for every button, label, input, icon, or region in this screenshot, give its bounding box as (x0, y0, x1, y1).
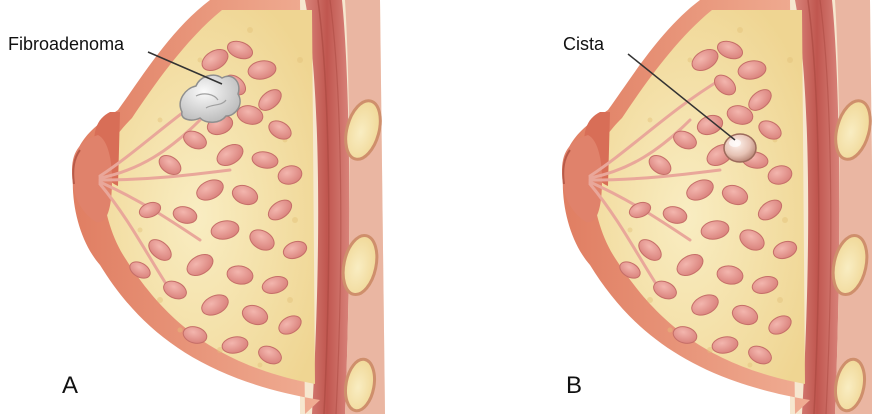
panel-a-letter: A (62, 372, 78, 400)
breast-cross-section-b (562, 0, 872, 414)
cyst-mass (724, 134, 756, 162)
cyst-label: Cista (563, 34, 604, 55)
panel-a (72, 0, 386, 414)
fibroadenoma-label: Fibroadenoma (8, 34, 124, 55)
breast-cross-section-a (72, 0, 386, 414)
panel-b-letter: B (566, 372, 582, 400)
panel-b (562, 0, 872, 414)
